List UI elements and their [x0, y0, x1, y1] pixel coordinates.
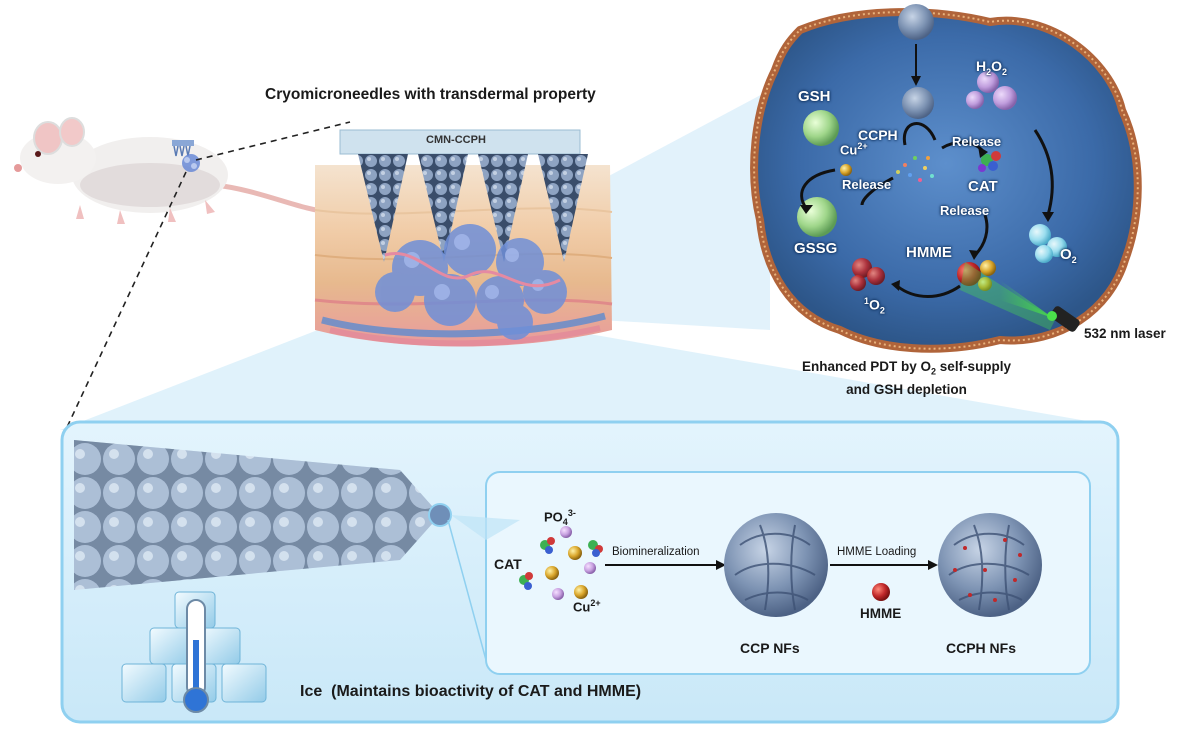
hmme-molecule-icon — [872, 583, 890, 601]
cu-ion-label: Cu2+ — [840, 141, 868, 158]
tumor-cell-illustration — [750, 4, 1142, 353]
pdt-caption-line2: and GSH depletion — [846, 381, 967, 397]
ccp-nanoflower — [724, 513, 828, 617]
o2-label: O2 — [1060, 246, 1077, 265]
gssg-label: GSSG — [794, 240, 838, 257]
release-label-2: Release — [842, 177, 892, 192]
cmn-patch-label: CMN-CCPH — [426, 134, 486, 146]
ccp-nfs-label: CCP NFs — [740, 640, 800, 656]
release-label-1: Release — [952, 134, 1002, 149]
thermometer-icon — [183, 599, 209, 713]
cat-synthesis-label: CAT — [494, 556, 522, 572]
diagram-title: Cryomicroneedles with transdermal proper… — [265, 86, 596, 103]
bottom-panel — [60, 420, 1120, 724]
mouse-illustration — [14, 117, 333, 224]
skin-block-illustration — [314, 129, 613, 347]
ccph-label: CCPH — [858, 127, 898, 143]
ccph-nfs-label: CCPH NFs — [946, 640, 1017, 656]
release-label-3: Release — [940, 203, 990, 218]
biomineralization-label: Biomineralization — [612, 546, 700, 558]
hmme-loading-label: HMME Loading — [837, 546, 917, 558]
h2o2-label: H2O2 — [976, 58, 1008, 77]
ice-caption: Ice (Maintains bioactivity of CAT and HM… — [300, 683, 642, 700]
precursor-cluster — [519, 526, 603, 600]
laser-pointer-icon — [1047, 306, 1080, 332]
singlet-oxygen-label: 1O2 — [864, 296, 885, 316]
particle-burst — [896, 156, 934, 182]
cat-enzyme-icon — [978, 151, 1001, 172]
laser-label: 532 nm laser — [1084, 326, 1166, 341]
hmme-cell-label: HMME — [906, 244, 952, 261]
hmme-synthesis-label: HMME — [860, 606, 902, 621]
phosphate-label: PO43- — [544, 508, 576, 527]
dashed-leader-lines — [61, 121, 441, 713]
cu-synthesis-label: Cu2+ — [573, 598, 601, 615]
pdt-caption: Enhanced PDT by O2 self-supply and GSH d… — [802, 359, 1012, 397]
gsh-label: GSH — [798, 88, 831, 105]
cat-label: CAT — [968, 178, 998, 195]
ccph-nanoflower — [938, 513, 1042, 617]
